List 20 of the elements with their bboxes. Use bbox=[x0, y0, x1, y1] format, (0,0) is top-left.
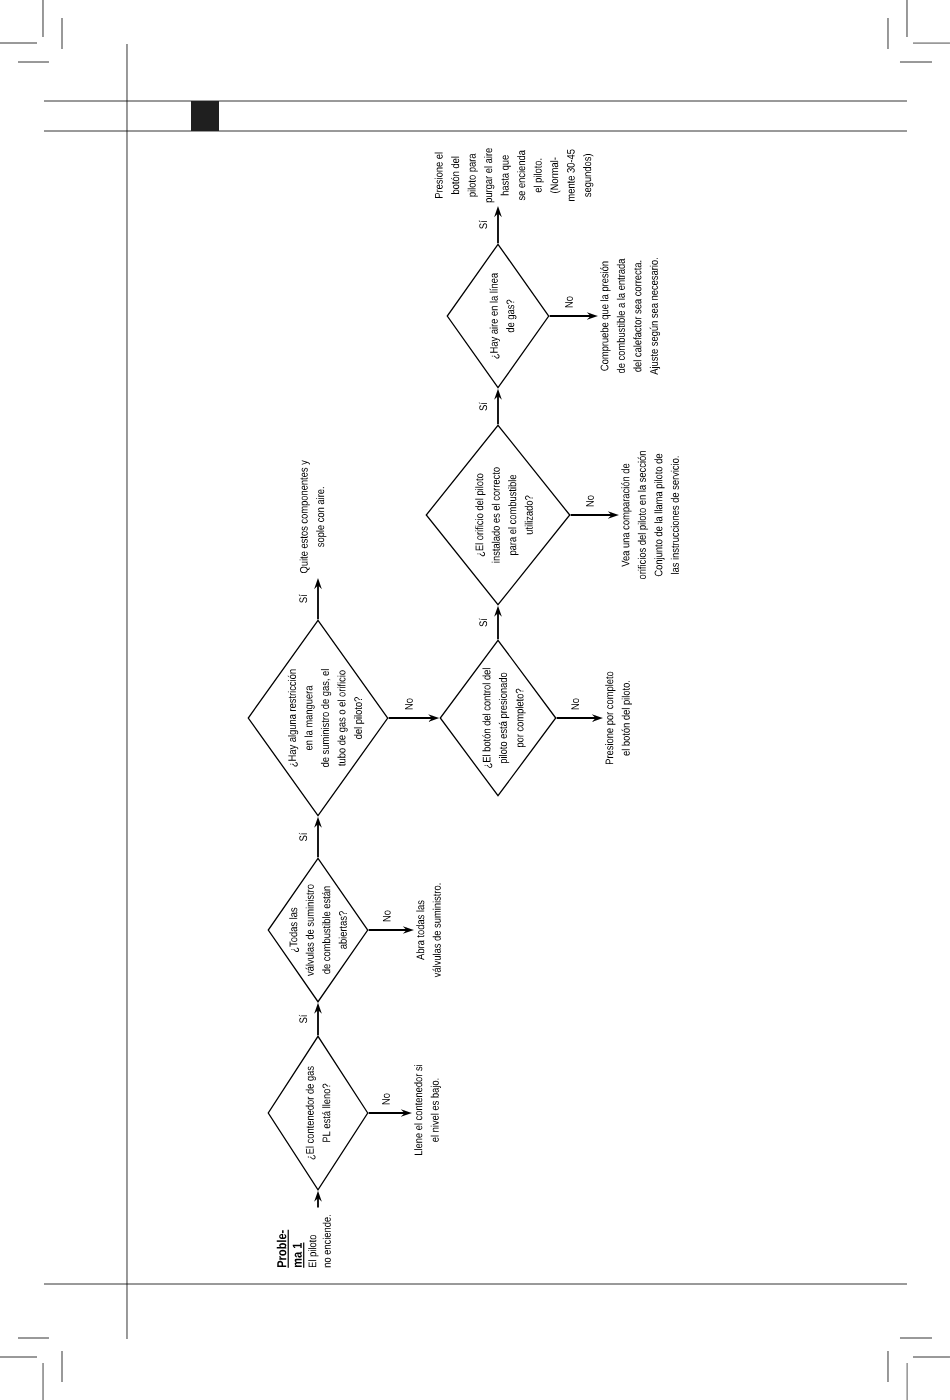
edge-label: No bbox=[570, 697, 581, 711]
edge-label: Sí bbox=[477, 219, 489, 231]
instruction-text: Compruebe que la presión de combustible a la entrada del calefactor sea correcta. Ajuste según sea necesario. bbox=[600, 258, 661, 375]
instruction-text: Quite estos componentes y sople con aire. bbox=[299, 460, 327, 573]
edge-label: Sí bbox=[297, 1013, 309, 1025]
instruction-text: Presione el botón del piloto para purgar el aire hasta que se encienda el piloto. (Normal- mente 30-45 segundos) bbox=[434, 148, 594, 203]
instruction-text: Presione por completo el botón del piloto. bbox=[605, 671, 632, 764]
edge-label: Sí bbox=[477, 401, 489, 412]
edge-label: No bbox=[381, 909, 392, 923]
edge-label: Sí bbox=[477, 617, 489, 628]
instruction-text: Abra todas las válvulas de suministro. bbox=[416, 883, 441, 978]
edge-label: No bbox=[404, 697, 414, 711]
edge-label: Sí bbox=[297, 593, 309, 605]
instruction-text: Llene el contenedor si el nivel es bajo. bbox=[414, 1064, 441, 1155]
edge-label: No bbox=[564, 295, 574, 309]
edge-label: No bbox=[381, 1092, 391, 1106]
start-text: Proble- ma 1 El piloto no enciende. bbox=[276, 1215, 331, 1269]
edge-label: Sí bbox=[297, 831, 309, 843]
edge-label: No bbox=[585, 494, 595, 508]
instruction-text: Vea una comparación de orificios del piloto en la sección Conjunto de la llama piloto de las instrucciones de servicio. bbox=[621, 451, 679, 580]
